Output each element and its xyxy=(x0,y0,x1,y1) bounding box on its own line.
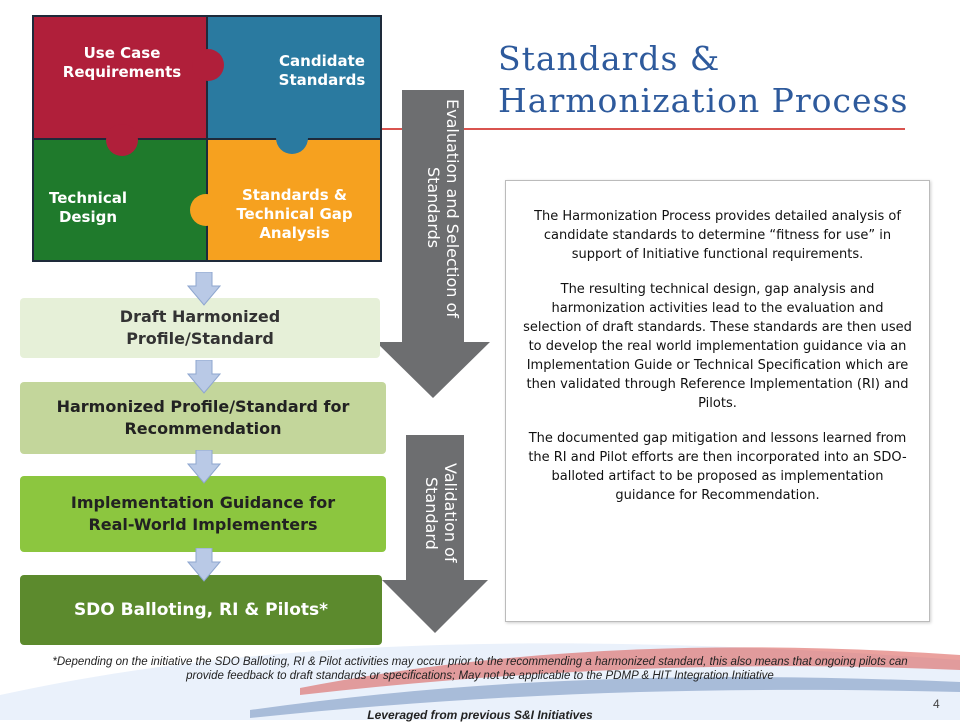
puzzle-label-technical-design: Technical Design xyxy=(49,189,127,226)
title-line-1: Standards & xyxy=(498,39,721,78)
chevron-down-icon xyxy=(187,548,221,582)
puzzle-piece-green xyxy=(34,140,206,260)
puzzle-label-use-case: Use Case Requirements xyxy=(62,44,182,81)
description-paragraph-1: The Harmonization Process provides detai… xyxy=(534,209,901,262)
evaluation-arrow xyxy=(376,90,490,398)
puzzle-label-gap-analysis: Standards & Technical Gap Analysis xyxy=(236,186,353,242)
puzzle-graphic: Use Case Requirements Candidate Standard… xyxy=(32,15,382,262)
footnote: *Depending on the initiative the SDO Bal… xyxy=(52,656,908,682)
puzzle-piece-orange xyxy=(208,140,380,260)
page-title: Standards & Harmonization Process xyxy=(498,38,938,122)
description-paragraph-3: The documented gap mitigation and lesson… xyxy=(528,431,907,503)
chevron-down-icon xyxy=(187,272,221,306)
title-line-2: Harmonization Process xyxy=(498,81,909,120)
puzzle-label-candidate: Candidate Standards xyxy=(278,52,366,89)
chevron-down-icon xyxy=(187,450,221,484)
stage-sdo-balloting: SDO Balloting, RI & Pilots* xyxy=(20,575,382,645)
puzzle-piece-teal xyxy=(208,17,380,138)
description-box: The Harmonization Process provides detai… xyxy=(505,180,930,622)
validation-arrow-label: Validation of Standard xyxy=(422,463,460,563)
title-divider xyxy=(380,128,905,130)
leveraged-note: Leveraged from previous S&I Initiatives xyxy=(367,708,593,722)
evaluation-arrow-label: Evaluation and Selection of Standards xyxy=(424,98,462,318)
background-swoosh xyxy=(0,643,960,720)
description-paragraph-2: The resulting technical design, gap anal… xyxy=(523,282,912,411)
puzzle-piece-red xyxy=(34,17,206,138)
page-number: 4 xyxy=(933,697,940,711)
validation-arrow xyxy=(382,435,488,633)
chevron-down-icon xyxy=(187,360,221,394)
puzzle-pieces xyxy=(32,15,382,262)
